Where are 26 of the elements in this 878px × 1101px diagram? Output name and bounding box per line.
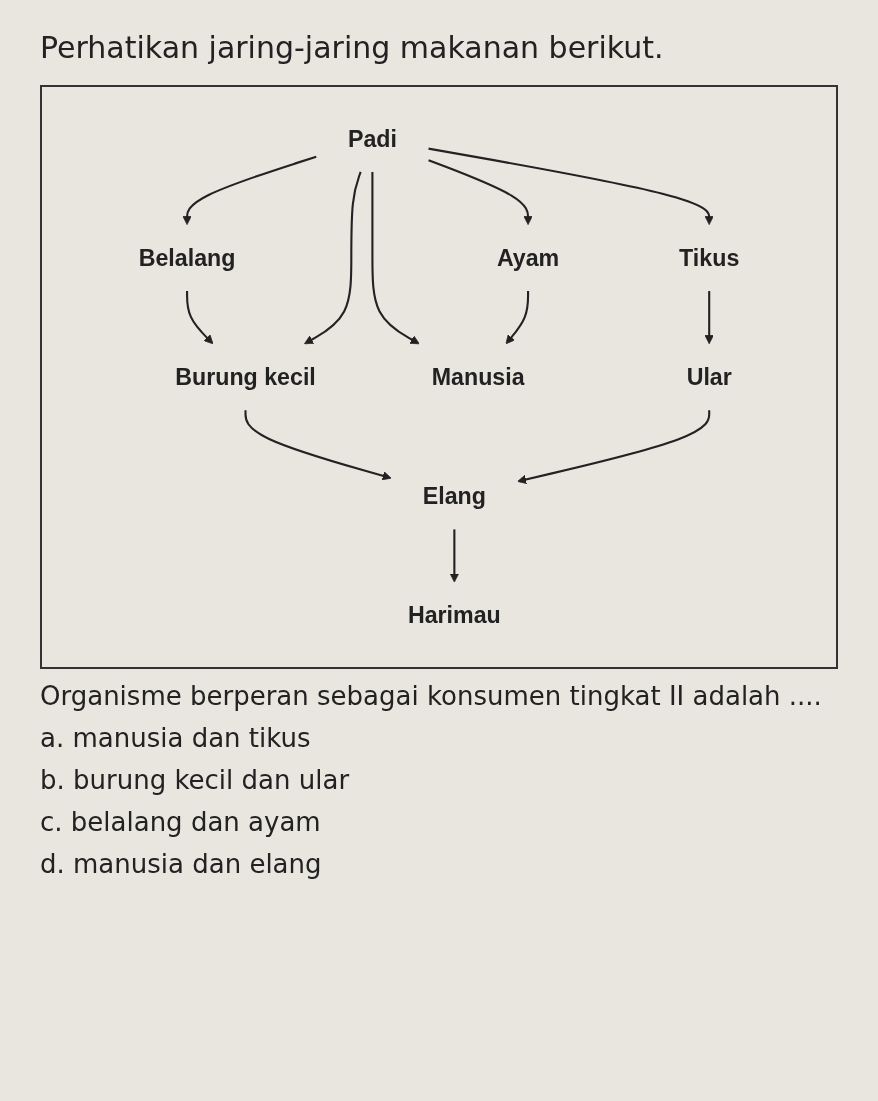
- arrow: [371, 171, 420, 345]
- question-text: a. manusia dan tikus: [40, 723, 312, 753]
- question-text: c. belalang dan ayam: [40, 807, 322, 837]
- arrow: [186, 291, 214, 345]
- arrow: [449, 529, 459, 583]
- node-text: Burung kecil: [175, 363, 316, 391]
- arrow: [517, 410, 711, 484]
- node-text: Harimau: [407, 602, 501, 629]
- arrow: [505, 291, 530, 345]
- arrow: [704, 291, 714, 345]
- arrow: [244, 410, 392, 481]
- node-text: Ular: [686, 363, 732, 391]
- question-text: Organisme berperan sebagai konsumen tingkat II adalah ....: [40, 681, 823, 711]
- node-text: Manusia: [431, 363, 525, 391]
- arrow: [182, 155, 317, 226]
- title: Perhatikan jaring-jaring makanan berikut.: [40, 30, 665, 65]
- question-text: d. manusia dan elang: [40, 849, 323, 879]
- question-text: b. burung kecil dan ular: [40, 765, 351, 795]
- arrow: [304, 171, 362, 345]
- node-text: Ayam: [496, 244, 560, 272]
- node-text: Belalang: [138, 244, 236, 272]
- node-text: Elang: [422, 482, 486, 510]
- arrow: [428, 147, 714, 226]
- node-text: Padi: [347, 125, 397, 152]
- node-text: Tikus: [679, 244, 740, 272]
- arrow: [428, 159, 533, 226]
